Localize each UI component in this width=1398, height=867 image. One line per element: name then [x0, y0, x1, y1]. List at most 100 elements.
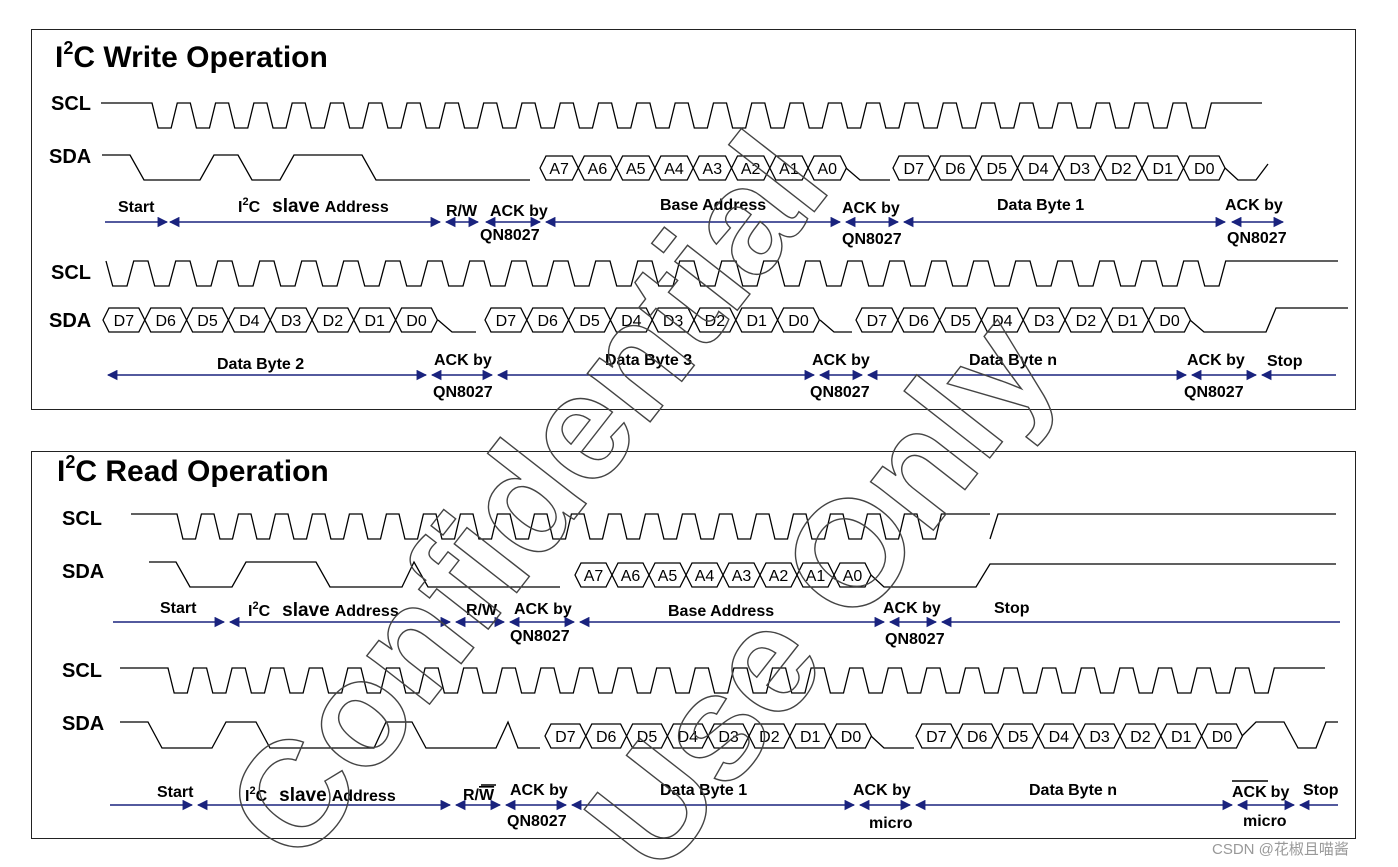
bit-label: D6 — [596, 729, 617, 746]
bit-label: D2 — [705, 313, 726, 330]
write-data-byte1-label: Data Byte 1 — [997, 197, 1084, 214]
sda-stop-path — [1241, 721, 1338, 749]
write-ack6-qn-label: QN8027 — [1184, 384, 1244, 401]
bit-label: A2 — [741, 161, 761, 178]
bit-label: D4 — [678, 729, 699, 746]
write-row1-sda-label: SDA — [49, 146, 91, 168]
sda-address-path — [102, 154, 530, 181]
bit-label: D6 — [967, 729, 988, 746]
read-row2-scl-waveform — [120, 667, 1325, 694]
bit-label: D2 — [759, 729, 780, 746]
bit-label: D7 — [555, 729, 576, 746]
bit-label: D7 — [496, 313, 517, 330]
write-ack3-label: ACK by — [1225, 197, 1283, 214]
scl-clock-path — [120, 667, 1325, 694]
read-ack1-label: ACK by — [514, 601, 572, 618]
bit-label: D1 — [1153, 161, 1174, 178]
bit-label: D0 — [1194, 161, 1215, 178]
bit-label: D6 — [908, 313, 929, 330]
bit-label: A0 — [843, 568, 863, 585]
read-row1-scl-label: SCL — [62, 508, 102, 530]
scl-clock-path — [101, 102, 1262, 129]
read-stop1-label: Stop — [994, 600, 1030, 617]
write-start-label: Start — [118, 199, 155, 216]
bit-label: D5 — [1008, 729, 1029, 746]
bit-label: D5 — [197, 313, 218, 330]
bit-label: A1 — [779, 161, 799, 178]
read-base-address-label: Base Address — [668, 603, 774, 620]
read-row2-start-label: Start — [157, 784, 194, 801]
bit-label: D0 — [788, 313, 809, 330]
bit-label: D5 — [579, 313, 600, 330]
bit-label: D1 — [800, 729, 821, 746]
write-row2-sda-label: SDA — [49, 310, 91, 332]
sda-stop-path — [1189, 307, 1348, 333]
write-data-byte2-label: Data Byte 2 — [217, 356, 304, 373]
read-ack2-label: ACK by — [883, 600, 941, 617]
bit-label: A4 — [664, 161, 684, 178]
bit-label: A2 — [769, 568, 789, 585]
bit-label: D3 — [1070, 161, 1091, 178]
write-data-byten-label: Data Byte n — [969, 352, 1057, 369]
sda-ack-path — [819, 319, 852, 333]
sda-stop-path — [870, 563, 1336, 588]
write-ack2-label: ACK by — [842, 200, 900, 217]
read-ack3-qn-label: QN8027 — [507, 813, 567, 830]
bit-label: A3 — [703, 161, 723, 178]
read-row2-sda-label: SDA — [62, 713, 104, 735]
read-data-byten-label: Data Byte n — [1029, 782, 1117, 799]
bit-label: D1 — [364, 313, 385, 330]
bit-label: D5 — [950, 313, 971, 330]
bit-label: D1 — [1171, 729, 1192, 746]
bit-label: A6 — [588, 161, 608, 178]
write-rw-label: R/W — [446, 203, 478, 220]
write-base-address-label: Base Address — [660, 197, 766, 214]
bit-cell — [776, 307, 821, 333]
read-nack-micro-label: micro — [1243, 813, 1287, 830]
bit-label: D3 — [1034, 313, 1055, 330]
write-ack1-qn-label: QN8027 — [480, 227, 540, 244]
bit-label: D6 — [155, 313, 176, 330]
read-start-label: Start — [160, 600, 197, 617]
read-stop2-label: Stop — [1303, 782, 1339, 799]
write-row1-scl-label: SCL — [51, 93, 91, 115]
bit-label: A7 — [549, 161, 569, 178]
bit-label: D3 — [281, 313, 302, 330]
bit-label: A7 — [584, 568, 604, 585]
bit-label: D5 — [987, 161, 1008, 178]
bit-label: A4 — [695, 568, 715, 585]
credit-text: CSDN @花椒且喵酱 — [1212, 841, 1349, 858]
bit-label: D1 — [1117, 313, 1138, 330]
write-ack1-label: ACK by — [490, 203, 548, 220]
read-ack1-qn-label: QN8027 — [510, 628, 570, 645]
write-ack6-label: ACK by — [1187, 352, 1245, 369]
write-row2-scl-label: SCL — [51, 262, 91, 284]
read-rw-bar-label: R/W — [463, 787, 495, 804]
bit-label: D2 — [1076, 313, 1097, 330]
sda-ack-path — [870, 735, 914, 749]
bit-label: D0 — [1159, 313, 1180, 330]
bit-label: D7 — [926, 729, 947, 746]
read-data-byte1-label: Data Byte 1 — [660, 782, 747, 799]
write-ack5-qn-label: QN8027 — [810, 384, 870, 401]
bit-label: D2 — [1130, 729, 1151, 746]
bit-label: D3 — [1089, 729, 1110, 746]
write-row1-scl-waveform — [101, 102, 1262, 129]
read-title: I2C Read Operation — [57, 452, 329, 488]
bit-label: D0 — [1212, 729, 1233, 746]
bit-label: D4 — [1049, 729, 1070, 746]
bit-label: A5 — [626, 161, 646, 178]
write-stop-label: Stop — [1267, 353, 1303, 370]
bit-label: A3 — [732, 568, 752, 585]
read-ack4-micro-label: micro — [869, 815, 913, 832]
bit-label: D0 — [841, 729, 862, 746]
bit-label: D3 — [718, 729, 739, 746]
read-ack2-qn-label: QN8027 — [885, 631, 945, 648]
